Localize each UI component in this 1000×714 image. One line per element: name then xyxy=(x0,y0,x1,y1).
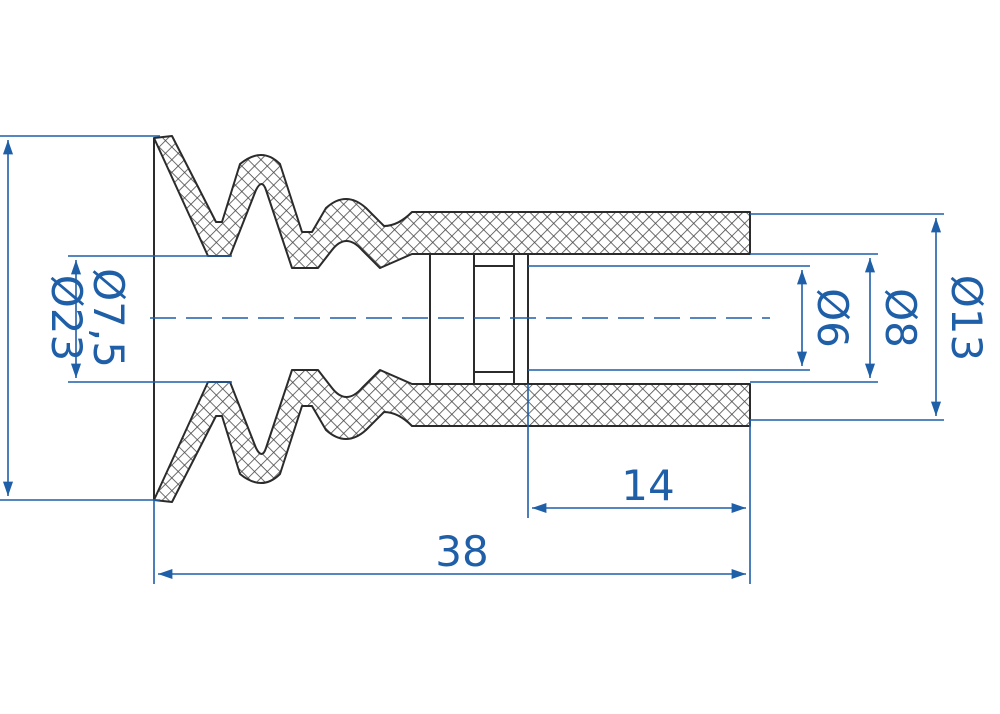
dim-len38-label: 38 xyxy=(435,527,488,576)
insert-ring-left xyxy=(429,253,475,385)
lower-bellows-wall xyxy=(153,369,751,503)
insert-ring-right xyxy=(513,253,529,385)
dim-d7-5-label: Ø7,5 xyxy=(84,268,133,368)
dim-d13-label: Ø13 xyxy=(942,275,991,362)
part-section xyxy=(153,135,751,503)
dim-d6-label: Ø6 xyxy=(808,288,857,348)
dim-d8-label: Ø8 xyxy=(876,288,925,348)
dim-len14-label: 14 xyxy=(621,461,674,510)
upper-bellows-wall xyxy=(153,135,751,269)
dim-d23-label: Ø23 xyxy=(42,275,91,362)
dimension-lines xyxy=(0,135,944,584)
